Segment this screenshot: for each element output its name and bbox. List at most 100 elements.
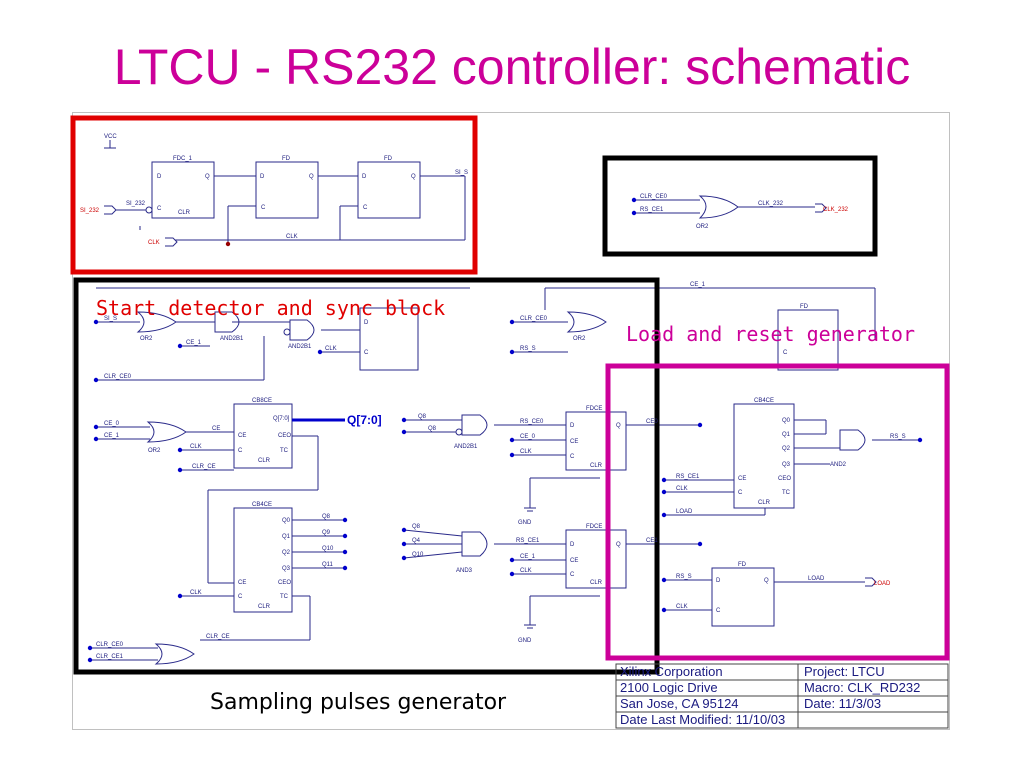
city: San Jose, CA 95124 [620,696,739,711]
q10-label-and3: Q10 [412,552,424,558]
fd1-c: C [261,205,266,211]
cb4-tc: TC [280,594,289,600]
fd-label-3: FD [800,304,809,310]
clk-label-3: CLK [190,444,202,450]
fd1-q: Q [309,174,314,180]
cb4ce-label-2: CB4CE [754,398,774,404]
fd-block-2 [357,161,421,219]
clk232-wire-label: CLK_232 [758,201,784,207]
or2-label-3: OR2 [148,448,161,454]
or2-label-top: OR2 [696,224,709,230]
cb8-ce: CE [238,433,246,439]
fdce2-d: D [570,542,575,548]
clk-label-7: CLK [676,486,688,492]
fd3-c: C [364,350,369,356]
q8-label-and-2: Q8 [428,426,437,432]
clk-label-8: CLK [676,604,688,610]
start-detector-annotation: Start detector and sync block [96,296,446,320]
page-title: LTCU - RS232 controller: schematic [113,39,911,95]
fdce-label-1: FDCE [586,406,602,412]
fdc1-block [151,161,215,219]
ce1-label-mid: CE_1 [520,554,536,560]
cb4-q1: Q1 [282,534,291,540]
fdce2-clr: CLR [590,580,603,586]
project: Project: LTCU [804,664,885,679]
fdce1-d: D [570,423,575,429]
load-label-2: LOAD [808,576,825,582]
si232-wire-label: SI_232 [126,201,146,207]
fd3-d: D [364,320,369,326]
clrce-label-2: CLR_CE [206,634,230,640]
cb4ce-label-1: CB4CE [252,502,272,508]
q-bus-label: Q[7:0] [347,413,382,427]
cb4r-q3: Q3 [782,462,791,468]
company: Xilinx Corporation [620,664,723,679]
clk-label-4: CLK [190,590,202,596]
title-block: Xilinx Corporation 2100 Logic Drive San … [616,664,948,728]
fd4-c: C [783,350,788,356]
street: 2100 Logic Drive [620,680,718,695]
ce0-label-2: CE_0 [520,434,536,440]
cb4ce-block-left [233,507,293,613]
ce1-label-1: CE_1 [186,340,202,346]
vcc-label: VCC [104,134,117,140]
cb8-tc: TC [280,448,289,454]
cb4-ce: CE [238,580,246,586]
ce1-label-top: CE_1 [690,282,706,288]
fd-label-4: FD [738,562,747,568]
ce-label-cb8: CE [212,426,220,432]
or2-label-2: OR2 [573,336,586,342]
cb8ce-label: CB8CE [252,398,272,404]
cb4-q2: Q2 [282,550,291,556]
gnd-label-2: GND [518,638,532,644]
rsce1-label-mid: RS_CE1 [516,538,540,544]
cb4r-q0: Q0 [782,418,791,424]
macro: Macro: CLK_RD232 [804,680,921,695]
clrce0-label-1: CLR_CE0 [104,374,132,380]
q9-wire-label: Q9 [322,530,331,536]
ce1-label-2: CE_1 [104,433,120,439]
load-reset-annotation: Load and reset generator [626,322,915,346]
fd5-q: Q [764,578,769,584]
fdce2-q: Q [616,542,621,548]
clk-label-2: CLK [325,346,337,352]
clrce1-label: CLR_CE1 [96,654,124,660]
fdc1-q: Q [205,174,210,180]
clk-label-5: CLK [520,449,532,455]
gnd-label-1: GND [518,520,532,526]
rss-out-label: RS_S [890,434,906,440]
start-detector-box-red [70,115,478,275]
ce0-label-1: CE_0 [104,421,120,427]
q8-label-and3: Q8 [412,524,421,530]
si232-port [104,205,117,215]
cb4r-c: C [738,490,743,496]
cb4ce-block-right [733,403,795,509]
sis-input-label: SI_S [104,316,117,322]
cb8-q-out: Q[7:0] [273,416,290,422]
q8-wire-label: Q8 [322,514,331,520]
fdc1-label: FDC_1 [173,156,193,162]
cb4r-q1: Q1 [782,432,791,438]
fd5-c: C [716,608,721,614]
clk232-port-label: CLK_232 [823,207,849,213]
q8-label-and: Q8 [418,414,427,420]
fdce-block-2 [565,529,627,589]
sampling-caption: Sampling pulses generator [210,690,507,715]
and2b1-label-3: AND2B1 [454,444,478,450]
ce1-out-label: CE1 [646,538,658,544]
and3-label: AND3 [456,568,473,574]
cb4r-ceo: CEO [778,476,791,482]
fdce-label-2: FDCE [586,524,602,530]
cb4r-ce: CE [738,476,746,482]
cb4-q0: Q0 [282,518,291,524]
cb8-clr: CLR [258,458,271,464]
load-reset-box [605,363,950,661]
clk-label-6: CLK [520,568,532,574]
date-modified: Date Last Modified: 11/10/03 [620,712,786,727]
ce0-out-label: CE0 [646,419,658,425]
fdce2-c: C [570,572,575,578]
fdce1-clr: CLR [590,463,603,469]
fd5-d: D [716,578,721,584]
cb4-c: C [238,594,243,600]
